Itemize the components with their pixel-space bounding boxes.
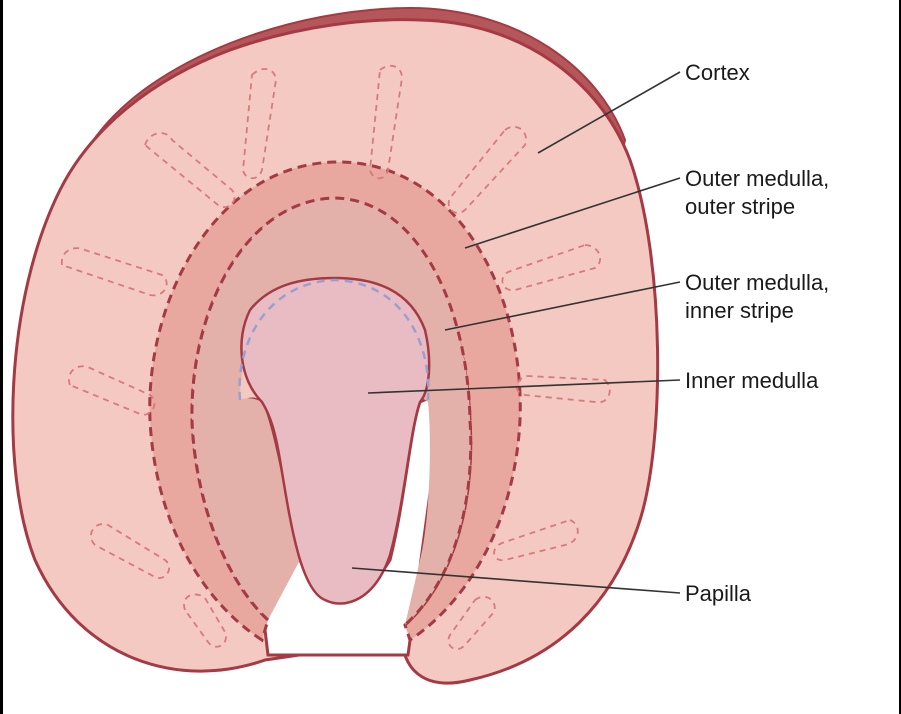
leader-inner-medulla: [367, 379, 681, 394]
medullary-ray: [493, 519, 579, 561]
label-outer-stripe-line1: Outer medulla,: [685, 166, 830, 191]
medullary-ray: [501, 244, 601, 291]
left-edge-bar: [0, 0, 3, 714]
leader-inner-stripe: [444, 281, 681, 331]
leader-papilla: [351, 567, 681, 594]
label-cortex: Cortex: [685, 60, 750, 85]
medullary-ray: [447, 125, 527, 214]
label-papilla: Papilla: [685, 581, 752, 606]
leader-outer-stripe: [464, 177, 681, 249]
inner-stripe-outline: [190, 196, 473, 627]
leader-cortex: [537, 71, 681, 154]
medullary-ray: [242, 68, 277, 180]
leader-lines: [351, 71, 681, 594]
medullary-rays: [61, 64, 611, 650]
label-inner-medulla: Inner medulla: [685, 368, 819, 393]
medullary-ray: [515, 375, 611, 404]
medullary-ray: [61, 247, 168, 297]
medullary-ray: [183, 593, 227, 648]
right-edge-bar: [899, 0, 901, 714]
inner-medulla-region: [240, 276, 431, 605]
medullary-ray: [369, 64, 403, 180]
medullary-ray: [68, 365, 156, 416]
inner-medulla-dashed-top: [238, 278, 430, 401]
label-inner-stripe-line1: Outer medulla,: [685, 270, 830, 295]
label-inner-stripe-line2: inner stripe: [685, 298, 794, 323]
medullary-ray: [90, 523, 170, 579]
medullary-ray: [143, 132, 236, 208]
label-outer-stripe-line2: outer stripe: [685, 194, 796, 219]
